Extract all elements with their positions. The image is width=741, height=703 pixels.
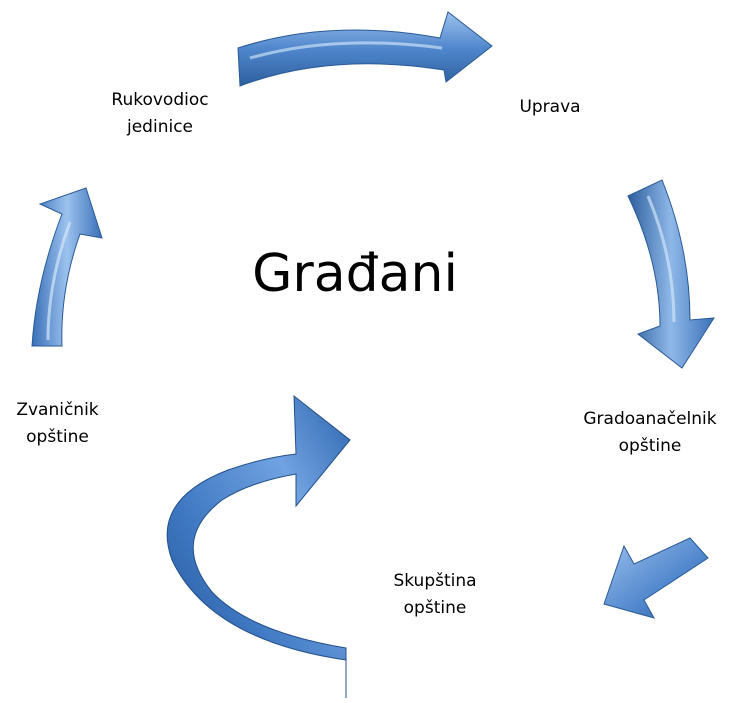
arrow-small — [603, 537, 709, 619]
center-title: Građani — [252, 244, 458, 304]
arrow-left-highlight — [46, 221, 72, 341]
node-zvanicnik-opstine: Zvaničnik opštine — [0, 397, 115, 451]
arrow-big — [166, 394, 351, 698]
node-rukovodioc-jedinice: Rukovodioc jedinice — [80, 87, 240, 141]
node-uprava: Uprava — [480, 94, 620, 121]
node-skupstina-line1: Skupština — [393, 571, 477, 591]
node-gradoanacelnik-opstine: Gradoanačelnik opštine — [565, 406, 735, 460]
node-rukovodioc-line1: Rukovodioc — [111, 90, 209, 110]
node-zvanicnik-line1: Zvaničnik — [16, 400, 99, 420]
node-gradoanacelnik-line2: opštine — [618, 436, 682, 456]
arrow-top-highlight — [249, 41, 443, 60]
arrow-top — [237, 11, 493, 87]
node-skupstina-line2: opštine — [403, 598, 467, 618]
node-zvanicnik-line2: opštine — [26, 427, 89, 447]
arrow-right-highlight — [646, 195, 676, 323]
node-uprava-line1: Uprava — [519, 97, 581, 117]
node-rukovodioc-line2: jedinice — [127, 117, 193, 137]
node-gradoanacelnik-line1: Gradoanačelnik — [583, 409, 717, 429]
node-skupstina-opstine: Skupština opštine — [355, 568, 515, 622]
arrow-left — [31, 187, 103, 347]
